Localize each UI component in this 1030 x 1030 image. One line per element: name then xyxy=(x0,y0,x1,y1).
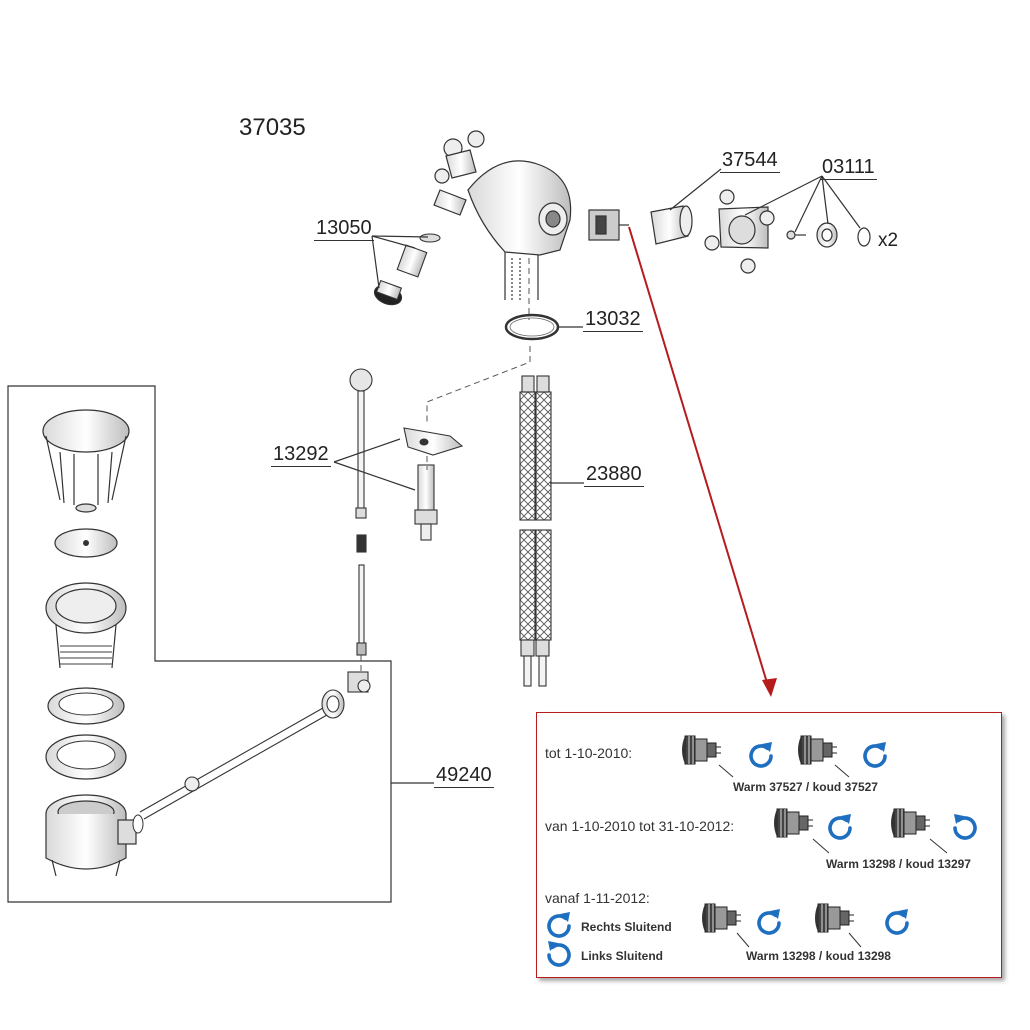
cartridge-icon xyxy=(681,735,722,765)
part-label-13292: 13292 xyxy=(271,443,331,467)
mounting-seal xyxy=(504,313,560,341)
cartridge-info-box: tot 1-10-2010: van 1-10-2010 tot 31-10-2… xyxy=(536,712,1002,978)
rotate-counterclockwise-icon xyxy=(952,812,977,840)
rotate-clockwise-icon xyxy=(749,740,774,768)
valve-assembly xyxy=(588,189,871,274)
model-number: 37035 xyxy=(239,114,306,141)
leader-lines xyxy=(333,168,861,784)
pivot-rod xyxy=(139,671,371,820)
cartridge-icons-layer xyxy=(546,735,977,967)
part-label-13050: 13050 xyxy=(314,217,374,241)
part-quantity: x2 xyxy=(878,230,899,251)
cartridge-icon xyxy=(797,735,838,765)
arrowhead-icon xyxy=(762,678,777,697)
waste-body xyxy=(45,794,137,877)
cartridge-caption-3: Warm 13298 / koud 13298 xyxy=(746,949,891,963)
waste-flange xyxy=(45,582,127,669)
part-label-13032: 13032 xyxy=(583,308,643,332)
part-label-03111: 03111 xyxy=(820,156,877,180)
part-label-37544: 37544 xyxy=(720,149,780,173)
cartridge-icon xyxy=(701,903,742,933)
period-label-2: van 1-10-2010 tot 31-10-2012: xyxy=(545,818,735,834)
cartridge-icon xyxy=(814,903,855,933)
aerator-set xyxy=(373,233,441,306)
cartridge-caption-2: Warm 13298 / koud 13297 xyxy=(826,857,971,871)
rotate-clockwise-icon xyxy=(547,910,572,938)
rotate-clockwise-icon xyxy=(885,907,910,935)
flex-hose-short xyxy=(511,258,521,300)
rotate-clockwise-icon xyxy=(757,907,782,935)
popup-plug xyxy=(42,409,130,513)
pointer-arrow-line xyxy=(628,226,769,687)
cartridge-caption-1: Warm 37527 / koud 37527 xyxy=(733,780,878,794)
rotate-clockwise-icon xyxy=(828,812,853,840)
period-label-1: tot 1-10-2010: xyxy=(545,745,633,761)
cartridge-icon xyxy=(890,808,931,838)
braided-hoses xyxy=(519,375,552,687)
faucet-body xyxy=(433,130,572,300)
rotate-clockwise-icon xyxy=(863,740,888,768)
waste-inset-frame xyxy=(7,385,392,903)
cartridge-icon xyxy=(773,808,814,838)
spindle-nut-ring xyxy=(132,814,144,834)
part-label-49240: 49240 xyxy=(434,764,494,788)
part-label-23880: 23880 xyxy=(584,463,644,487)
legend-counterclockwise-label: Links Sluitend xyxy=(581,949,664,963)
period-label-3: vanaf 1-11-2012: xyxy=(545,890,650,906)
lift-rod xyxy=(349,368,373,656)
anchor-bracket xyxy=(403,427,464,541)
legend-clockwise-label: Rechts Sluitend xyxy=(581,920,672,934)
rotate-counterclockwise-icon xyxy=(546,939,571,967)
